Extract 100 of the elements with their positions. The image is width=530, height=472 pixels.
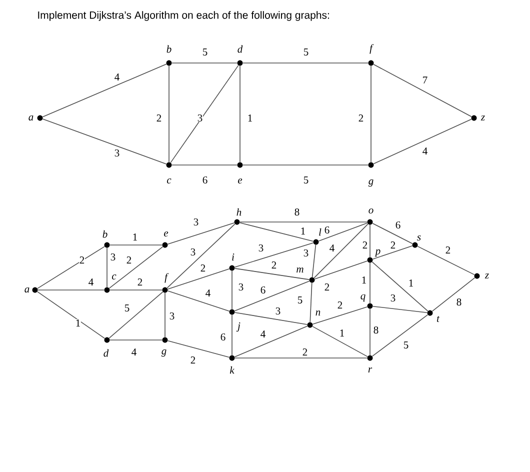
vertex-label: g (161, 349, 166, 357)
vertex-label: m (296, 268, 304, 272)
edge-line (312, 244, 316, 278)
edge-line (168, 66, 170, 162)
edge-line (372, 314, 428, 357)
weight-label: 4 (114, 73, 120, 81)
weight-label: 1 (247, 114, 253, 122)
vertex-label: b (166, 45, 172, 53)
weight-label: 3 (190, 248, 196, 256)
weight-label: 5 (303, 176, 309, 184)
weight-label: 4 (422, 147, 428, 155)
weight-label: 2 (324, 283, 330, 291)
weight-label: 3 (238, 283, 244, 291)
edge-line (234, 268, 310, 280)
edge-line (37, 291, 105, 339)
weight-label: 2 (337, 301, 343, 309)
edge-line (42, 118, 167, 164)
vertex-label: k (230, 366, 234, 374)
edge-line (234, 312, 308, 325)
weight-label: 1 (300, 227, 306, 235)
weight-label: 2 (362, 241, 368, 249)
weight-label: 3 (303, 249, 309, 257)
edge-line (234, 242, 314, 268)
edge-line (234, 326, 308, 358)
weight-label: 2 (390, 241, 396, 249)
edge-line (234, 280, 310, 312)
vertex-label: n (316, 310, 320, 316)
weight-label: 3 (114, 149, 120, 157)
edge-line (314, 260, 368, 280)
weight-label: 2 (358, 114, 364, 122)
weight-label: 3 (258, 244, 264, 252)
vertex-label: d (104, 349, 109, 357)
edge-line (372, 246, 413, 260)
edge-line (167, 340, 230, 358)
edge-line (110, 244, 162, 246)
weight-label: 2 (79, 256, 85, 264)
vertex-label: d (238, 45, 243, 53)
vertex-label: c (167, 178, 172, 184)
vertex-label: f (164, 273, 169, 283)
edge-line (166, 224, 236, 288)
vertex-label: z (484, 274, 489, 278)
weight-label: 3 (275, 307, 281, 315)
edge-line (108, 246, 164, 289)
edge-line (37, 246, 105, 289)
vertex-label: z (480, 116, 485, 120)
weight-label: 6 (324, 226, 330, 234)
edge-line (164, 292, 166, 338)
edge-line (242, 62, 368, 64)
weight-label: 4 (131, 348, 137, 356)
vertex-label: a (28, 115, 34, 121)
vertex-label: i (232, 254, 234, 260)
edge-line (167, 222, 235, 244)
vertex-label: r (368, 368, 372, 372)
weight-label: 6 (202, 176, 208, 184)
vertex-label: f (370, 44, 374, 54)
weight-label: 2 (126, 256, 132, 264)
weight-label: 7 (422, 76, 428, 84)
weight-label: 8 (373, 326, 379, 334)
weight-label: 5 (297, 296, 303, 304)
edge-line (106, 248, 108, 288)
weight-label: 5 (202, 48, 208, 56)
vertex-label: e (238, 178, 242, 184)
vertex-label: g (368, 179, 374, 187)
edge-line (310, 282, 312, 322)
weight-label: 2 (200, 264, 206, 272)
vertex-label: t (437, 316, 440, 322)
vertex-label: c (112, 274, 116, 280)
weight-label: 3 (197, 114, 203, 122)
edge-line (172, 164, 238, 166)
weight-label: 3 (390, 294, 396, 302)
edge-line (318, 222, 368, 242)
edge-line (372, 306, 428, 314)
weight-label: 3 (169, 312, 175, 320)
vertex-label: j (236, 322, 240, 332)
heading: Implement Dijkstra’s Algorithm on each of the following graphs: (38, 11, 329, 21)
weight-label: 2 (156, 114, 162, 122)
weight-label: 2 (302, 348, 308, 356)
weight-label: 6 (220, 333, 226, 341)
weight-label: 3 (193, 218, 199, 226)
weight-label: 1 (75, 319, 81, 327)
edge-line (417, 246, 475, 276)
edge-line (167, 290, 230, 312)
edge-line (373, 118, 472, 164)
vertex-label: p (374, 249, 380, 257)
edge-line (167, 268, 230, 290)
vertex-label: s (417, 235, 421, 241)
edge-line (370, 66, 372, 162)
weight-label: 5 (303, 48, 309, 56)
vertex-label: q (360, 294, 366, 302)
weight-label: 5 (124, 304, 130, 312)
weight-label: 2 (445, 246, 451, 254)
edge-line (314, 224, 368, 278)
weight-label: 6 (260, 286, 266, 294)
edge-line (42, 64, 167, 118)
edge-line (242, 164, 368, 166)
vertex-label: e (164, 231, 168, 237)
vertex-label: o (368, 208, 374, 214)
edge-line (108, 292, 164, 338)
weight-label: 3 (110, 253, 116, 261)
edge-line (373, 64, 472, 117)
